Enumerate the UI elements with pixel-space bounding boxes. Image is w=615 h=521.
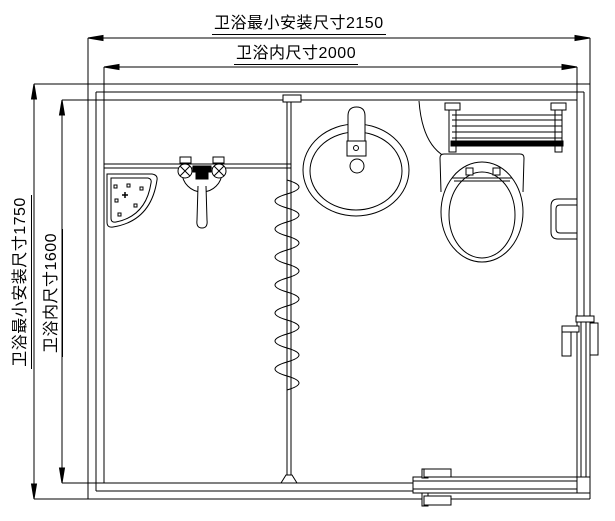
door-handle-bottom: [423, 495, 452, 506]
paper-holder: [550, 198, 577, 240]
drain-dots: [113, 183, 144, 217]
cabin-wall-inner: [62, 67, 578, 484]
dim-label-top-internal: 卫浴内尺寸2000: [234, 45, 359, 65]
cabin-wall-outer: [95, 91, 585, 492]
corner-sliding-doors: [412, 315, 599, 507]
dim-label-left-installation: 卫浴最小安装尺寸1750: [12, 195, 32, 369]
door-corner-post: [576, 476, 591, 494]
counter-edge: [418, 100, 445, 157]
toilet-seat-inner: [448, 171, 516, 259]
dim-label-left-internal: 卫浴内尺寸1600: [43, 229, 63, 357]
towel-rack: [444, 102, 567, 153]
dim-label-top-installation: 卫浴最小安装尺寸2150: [212, 15, 386, 35]
toilet: [439, 153, 525, 263]
corner-shower-tray: [106, 173, 158, 228]
toilet-seat-outer: [440, 161, 524, 263]
installation-envelope: [34, 38, 591, 500]
shower-partition: [280, 94, 302, 484]
door-top-rail: [575, 315, 595, 323]
basin-drain: [349, 158, 365, 174]
door-handle-vertical: [561, 331, 572, 357]
door-handle-top: [423, 468, 452, 478]
shower-mixer: [177, 156, 227, 229]
door-panel-horizontal: [412, 476, 578, 494]
dimension-lines: [30, 34, 591, 500]
washbasin: [302, 106, 410, 217]
shower-curtain: [274, 179, 300, 391]
basin-faucet: [347, 106, 366, 144]
